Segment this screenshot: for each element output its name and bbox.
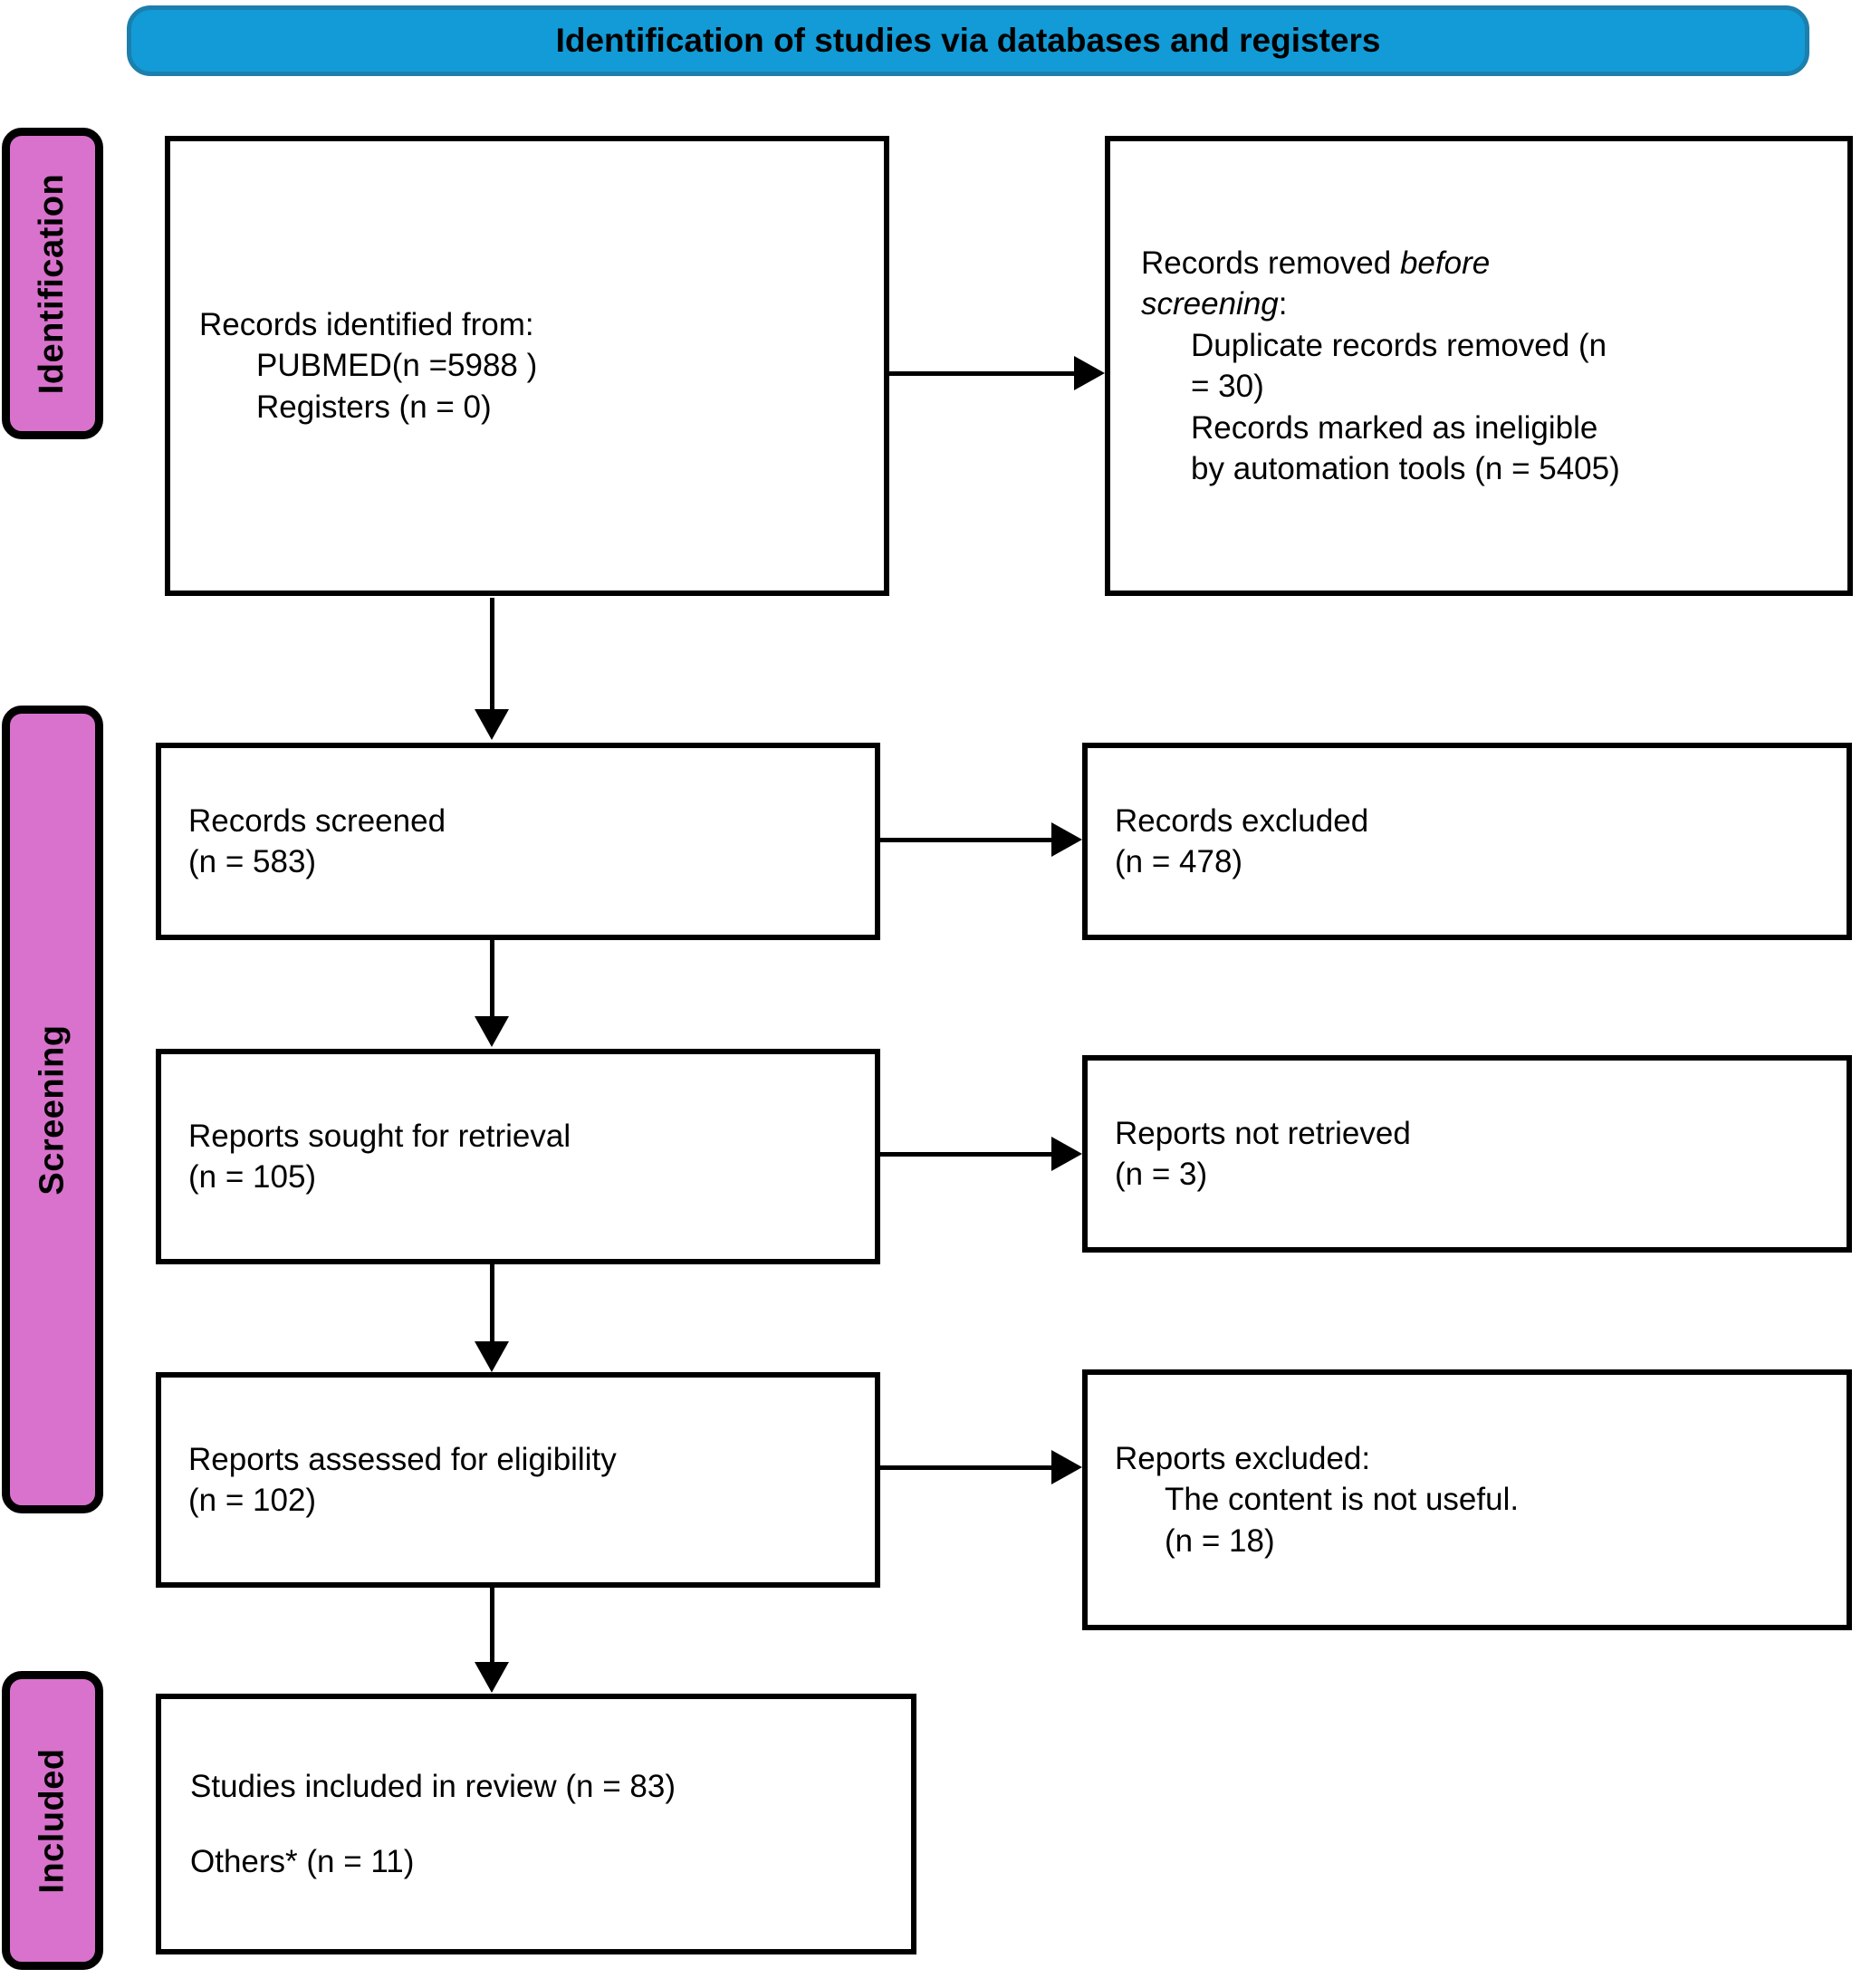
- stage-label-identification: Identification: [2, 128, 103, 439]
- records-excluded-line-1: Records excluded: [1115, 802, 1369, 839]
- reports-excluded-line-3: (n = 18): [1165, 1522, 1275, 1559]
- edge-line: [490, 1264, 494, 1344]
- reports-sought-line-1: Reports sought for retrieval: [188, 1118, 571, 1154]
- edge-line: [887, 371, 1076, 376]
- records-identified-line-1: Records identified from:: [199, 306, 534, 342]
- records-excluded-line-2: (n = 478): [1115, 844, 1243, 879]
- node-reports-assessed-for-eligibility: Reports assessed for eligibility (n = 10…: [156, 1372, 880, 1588]
- arrow-right-icon: [1051, 822, 1082, 857]
- edge-line: [878, 1152, 1055, 1157]
- studies-included-line-2: Others* (n = 11): [190, 1844, 415, 1879]
- stage-label-included: Included: [2, 1671, 103, 1970]
- records-removed-emph-before: before: [1399, 245, 1491, 281]
- node-reports-sought-for-retrieval: Reports sought for retrieval (n = 105): [156, 1049, 880, 1264]
- arrow-right-icon: [1051, 1137, 1082, 1171]
- stage-identification-text: Identification: [33, 173, 72, 394]
- reports-not-retrieved-line-2: (n = 3): [1115, 1157, 1208, 1192]
- records-removed-line-4: = 30): [1191, 369, 1264, 404]
- node-reports-excluded: Reports excluded: The content is not use…: [1082, 1369, 1852, 1630]
- arrow-down-icon: [475, 1341, 509, 1372]
- arrow-right-icon: [1074, 356, 1105, 390]
- arrow-down-icon: [475, 709, 509, 740]
- stage-included-text: Included: [33, 1747, 72, 1894]
- node-records-screened: Records screened (n = 583): [156, 743, 880, 940]
- reports-excluded-line-1: Reports excluded:: [1115, 1440, 1371, 1476]
- arrow-right-icon: [1051, 1450, 1082, 1484]
- reports-sought-line-2: (n = 105): [188, 1159, 317, 1195]
- records-identified-line-3: Registers (n = 0): [256, 389, 492, 425]
- stage-screening-text: Screening: [33, 1023, 72, 1196]
- studies-included-spacer: [190, 1807, 911, 1841]
- records-removed-line-5: Records marked as ineligible: [1191, 409, 1598, 446]
- records-removed-colon: :: [1278, 286, 1288, 322]
- records-identified-line-2: PUBMED(n =5988 ): [256, 348, 538, 384]
- arrow-down-icon: [475, 1662, 509, 1693]
- records-screened-line-2: (n = 583): [188, 844, 317, 879]
- node-records-identified: Records identified from: PUBMED(n =5988 …: [165, 136, 889, 596]
- records-removed-prefix: Records removed: [1141, 245, 1400, 281]
- edge-line: [878, 1465, 1055, 1470]
- records-removed-line-6: by automation tools (n = 5405): [1191, 451, 1620, 486]
- arrow-down-icon: [475, 1016, 509, 1047]
- reports-assessed-line-1: Reports assessed for eligibility: [188, 1441, 617, 1477]
- edge-line: [878, 838, 1055, 842]
- diagram-header-banner: Identification of studies via databases …: [127, 5, 1809, 76]
- node-studies-included: Studies included in review (n = 83) Othe…: [156, 1694, 916, 1954]
- studies-included-line-1: Studies included in review (n = 83): [190, 1768, 676, 1804]
- reports-excluded-line-2: The content is not useful.: [1165, 1482, 1520, 1518]
- node-records-removed-before-screening: Records removed before screening: Duplic…: [1105, 136, 1853, 596]
- banner-title: Identification of studies via databases …: [555, 22, 1381, 59]
- edge-line: [490, 940, 494, 1019]
- edge-line: [490, 1588, 494, 1665]
- edge-line: [490, 598, 494, 711]
- node-reports-not-retrieved: Reports not retrieved (n = 3): [1082, 1055, 1852, 1253]
- records-removed-line-1: Records removed before: [1141, 243, 1847, 284]
- stage-label-screening: Screening: [2, 706, 103, 1513]
- records-screened-line-1: Records screened: [188, 802, 446, 839]
- reports-not-retrieved-line-1: Reports not retrieved: [1115, 1115, 1411, 1151]
- records-removed-line-2: screening:: [1141, 283, 1847, 325]
- records-removed-emph-screening: screening: [1141, 286, 1279, 322]
- records-removed-line-3: Duplicate records removed (n: [1191, 327, 1607, 363]
- node-records-excluded: Records excluded (n = 478): [1082, 743, 1852, 940]
- reports-assessed-line-2: (n = 102): [188, 1483, 317, 1518]
